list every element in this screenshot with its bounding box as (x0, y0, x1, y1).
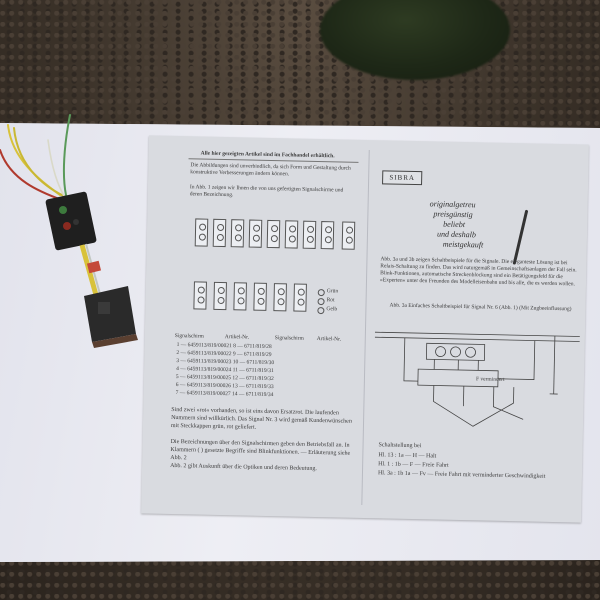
signal-screen (230, 219, 245, 248)
signal-screen (248, 219, 263, 248)
signal-screen (213, 281, 227, 311)
slogan-line: preisgünstig (433, 209, 473, 220)
sibra-logo: SIBRA (382, 170, 423, 186)
diagram-label: F vermindert (475, 376, 505, 383)
shrub (320, 0, 510, 80)
signal-screen (212, 218, 227, 248)
table-row: 7 — 6459113/819/00027 14 — 6711/819/34 (175, 390, 274, 399)
wiring-diagram (374, 331, 580, 427)
legend-dot-green (317, 289, 325, 297)
switch-state-row: Hl. 1 : 1b — F — Freie Fahrt (378, 461, 449, 469)
legend-yellow: Gelb (326, 306, 338, 313)
leaflet-fold (361, 150, 370, 505)
signal-screen (193, 281, 207, 310)
slogan-line: beliebt (443, 219, 466, 230)
signal-screen (293, 283, 307, 312)
legend-dot-red (317, 298, 325, 306)
intro-text: Die Abbildungen sind unverbindlich, da s… (190, 162, 351, 178)
table-header-signal: Signalschirm (174, 333, 204, 340)
switch-state-row: Hl. 3a : 1b 1a — Fv — Freie Fahrt mit ve… (377, 470, 546, 480)
signal-screen (320, 221, 335, 250)
legend-green: Grün (326, 288, 339, 295)
table-header-article-2: Artikel-Nr. (316, 335, 342, 343)
signal-screen (341, 221, 356, 250)
signal-screen (302, 220, 317, 249)
signal-screen (273, 283, 287, 312)
signal-screen (194, 218, 209, 247)
switch-state-row: Hl. 13 : 1a — H — Halt (378, 452, 437, 460)
sibra-leaflet: Alle hier gezeigten Artikel sind im Fach… (141, 135, 589, 523)
signal-screen (233, 282, 247, 311)
lamp-icon (512, 209, 529, 265)
signal-screen (266, 219, 281, 249)
schaltbeispiel-paragraph: Abb. 3a und 3b zeigen Schaltbeispiele fü… (379, 256, 577, 288)
legend-dot-yellow (317, 306, 325, 315)
abb3a-caption: Abb. 3a Einfaches Schaltbeispiel für Sig… (389, 302, 572, 313)
signal-screen (253, 282, 267, 311)
slogan-line: meistgekauft (442, 239, 484, 250)
table-header-article: Artikel-Nr. (224, 334, 250, 341)
switch-position-title: Schaltstellung bei (378, 442, 422, 450)
abb1-caption: In Abb. 1 zeigen wir Ihnen die von uns g… (189, 184, 344, 199)
note-ersatzrot: Sind zwei »rot« vorhanden, so ist eins d… (170, 406, 352, 431)
legend-red: Rot (326, 297, 335, 304)
leaflet-right-page: SIBRA originalgetreu preisgünstig belieb… (371, 140, 589, 480)
signal-screen (284, 220, 299, 249)
table-header-signal-2: Signalschirm (274, 335, 304, 342)
